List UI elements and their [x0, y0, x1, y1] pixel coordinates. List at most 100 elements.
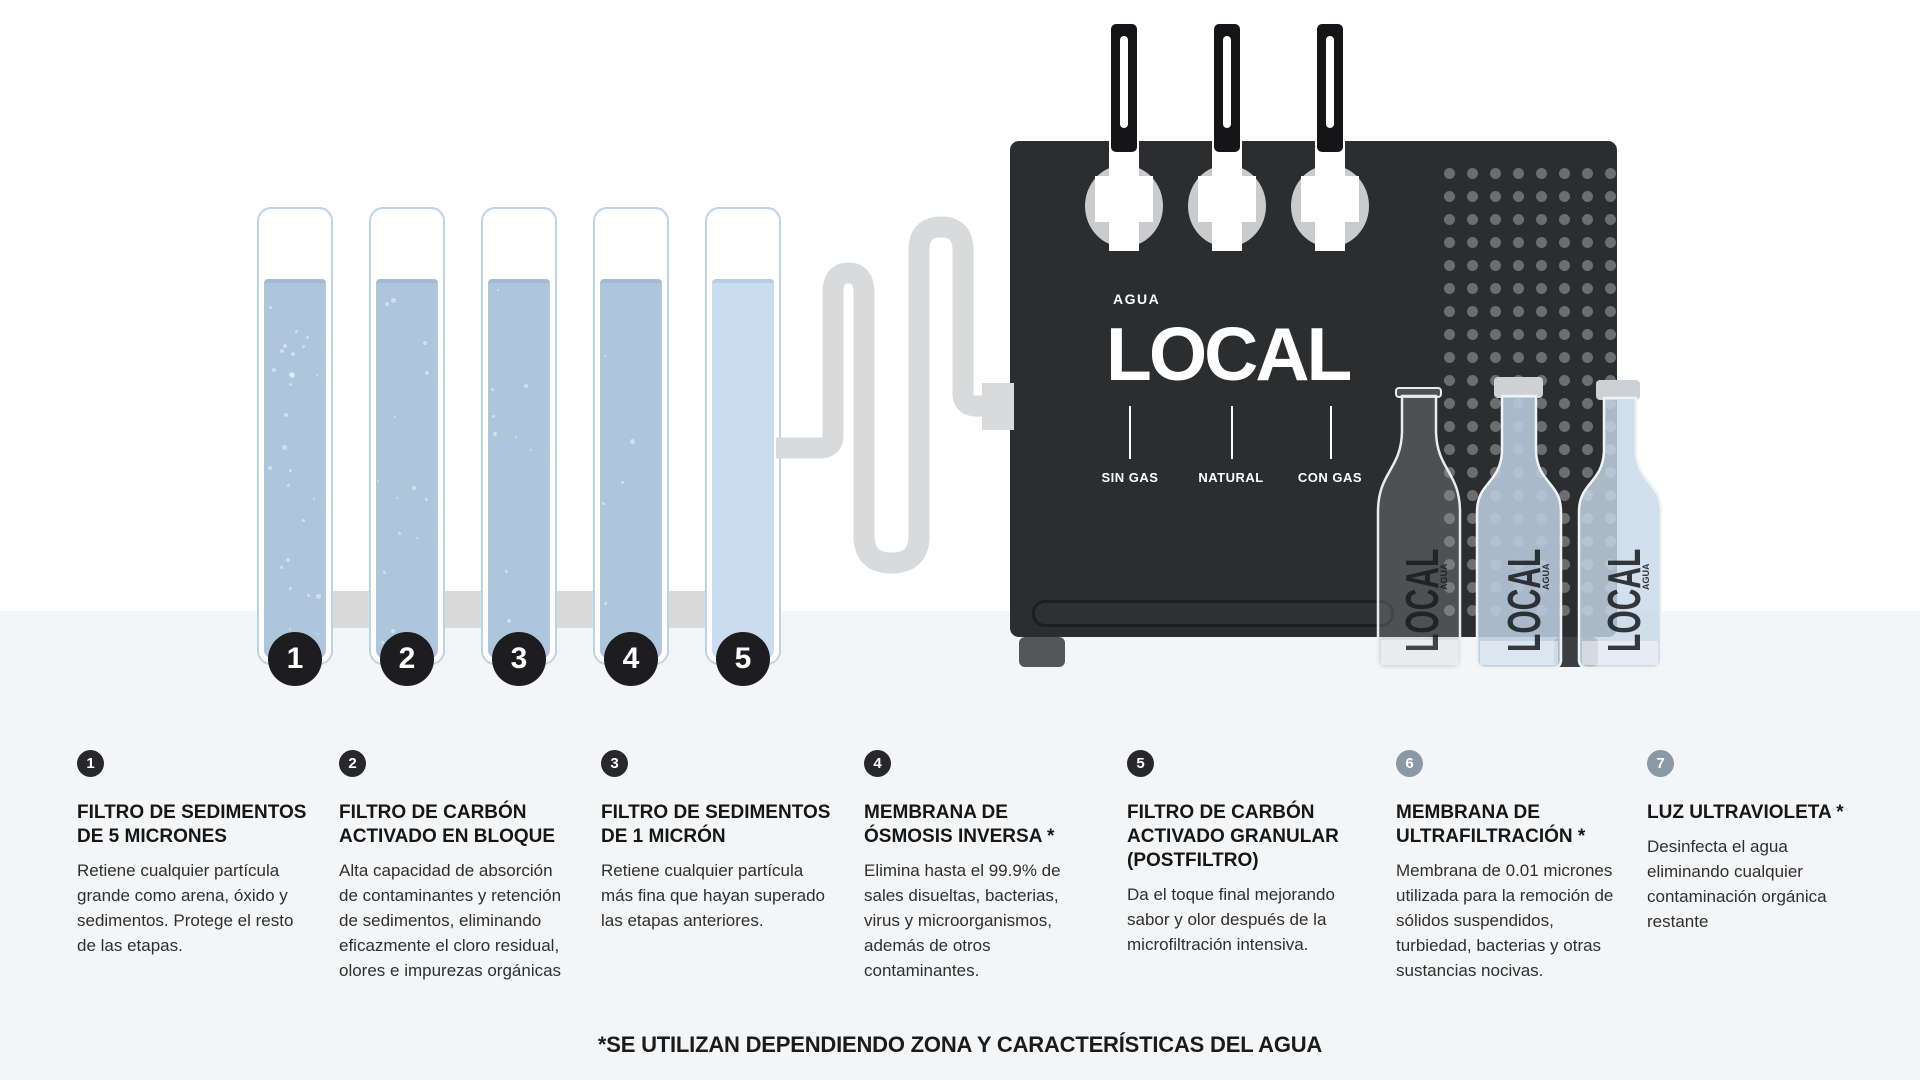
dot — [1559, 490, 1570, 501]
dot — [1444, 329, 1455, 340]
dot — [1513, 467, 1524, 478]
particle-speck — [313, 498, 315, 500]
step-description: Membrana de 0.01 micrones utilizada para… — [1396, 861, 1614, 980]
dot — [1582, 214, 1593, 225]
water-fill — [264, 279, 326, 659]
particle-speck — [289, 628, 291, 630]
dot — [1605, 352, 1616, 363]
dot — [1490, 398, 1501, 409]
dot — [1536, 467, 1547, 478]
dot — [1444, 191, 1455, 202]
particle-speck — [269, 306, 272, 309]
dot — [1467, 559, 1478, 570]
dot — [1467, 467, 1478, 478]
particle-speck — [302, 345, 305, 348]
particle-speck — [530, 449, 532, 451]
dot — [1490, 306, 1501, 317]
step-title: MEMBRANA DE ULTRAFILTRACIÓN * — [1396, 802, 1586, 847]
dot — [1559, 375, 1570, 386]
dot — [1605, 582, 1616, 593]
dot — [1513, 191, 1524, 202]
particle-speck — [630, 439, 635, 444]
brand-local-label: LOCAL — [1106, 312, 1352, 396]
water-fill — [488, 279, 550, 659]
dot — [1444, 444, 1455, 455]
dot — [1536, 559, 1547, 570]
particle-speck — [283, 344, 287, 348]
dot — [1536, 605, 1547, 616]
dot — [1536, 582, 1547, 593]
dot — [1513, 237, 1524, 248]
dot — [1444, 168, 1455, 179]
dot — [1605, 490, 1616, 501]
dot — [1490, 513, 1501, 524]
particle-speck — [416, 537, 418, 539]
step-title: FILTRO DE CARBÓN ACTIVADO GRANULAR (POST… — [1127, 802, 1339, 871]
dot — [1582, 283, 1593, 294]
dot — [1513, 214, 1524, 225]
dot — [1490, 490, 1501, 501]
dot — [1559, 605, 1570, 616]
dot — [1559, 237, 1570, 248]
dot — [1444, 214, 1455, 225]
dot — [1605, 513, 1616, 524]
dot — [1490, 605, 1501, 616]
step-title: FILTRO DE SEDIMENTOS DE 5 MICRONES — [77, 802, 307, 847]
particle-speck — [385, 302, 389, 306]
step-badge: 6 — [1396, 750, 1423, 777]
dot — [1513, 329, 1524, 340]
dot — [1582, 191, 1593, 202]
background-band — [0, 611, 1920, 1080]
dot — [1513, 536, 1524, 547]
dot — [1513, 490, 1524, 501]
dot — [1605, 168, 1616, 179]
dot — [1582, 513, 1593, 524]
dot — [1467, 421, 1478, 432]
dot — [1444, 283, 1455, 294]
particle-speck — [423, 341, 427, 345]
dot — [1559, 283, 1570, 294]
tap-label-sin-gas: SIN GAS — [1101, 470, 1159, 485]
dot — [1559, 467, 1570, 478]
dot — [1559, 168, 1570, 179]
dot — [1605, 421, 1616, 432]
particle-speck — [302, 519, 305, 522]
filter-tube-2 — [369, 207, 445, 665]
dot — [1536, 352, 1547, 363]
particle-speck — [492, 415, 495, 418]
particle-speck — [394, 416, 396, 418]
step-badge: 3 — [601, 750, 628, 777]
step-badge: 5 — [1127, 750, 1154, 777]
particle-speck — [291, 352, 295, 356]
brand-agua-label: AGUA — [1113, 291, 1161, 307]
dot — [1559, 214, 1570, 225]
particle-speck — [505, 570, 508, 573]
dot — [1559, 191, 1570, 202]
dot — [1559, 421, 1570, 432]
filter-tube-4 — [593, 207, 669, 665]
step-column-5: 5 FILTRO DE CARBÓN ACTIVADO GRANULAR (PO… — [1127, 750, 1362, 957]
water-fill — [712, 279, 774, 659]
particle-speck — [289, 469, 292, 472]
particle-speck — [280, 566, 283, 569]
dot — [1467, 582, 1478, 593]
dot — [1513, 513, 1524, 524]
particle-speck — [268, 466, 272, 470]
particle-speck — [491, 388, 494, 391]
particle-speck — [493, 432, 497, 436]
dot — [1467, 168, 1478, 179]
step-title: LUZ ULTRAVIOLETA * — [1647, 802, 1844, 823]
dot — [1536, 421, 1547, 432]
dot — [1536, 260, 1547, 271]
particle-speck — [286, 558, 290, 562]
dot — [1490, 467, 1501, 478]
water-fill — [376, 279, 438, 659]
dot — [1513, 444, 1524, 455]
dot — [1467, 214, 1478, 225]
dot — [1513, 352, 1524, 363]
dot — [1513, 260, 1524, 271]
dot — [1467, 329, 1478, 340]
dot — [1467, 375, 1478, 386]
filter-tube-5 — [705, 207, 781, 665]
step-description: Da el toque final mejorando sabor y olor… — [1127, 885, 1335, 954]
